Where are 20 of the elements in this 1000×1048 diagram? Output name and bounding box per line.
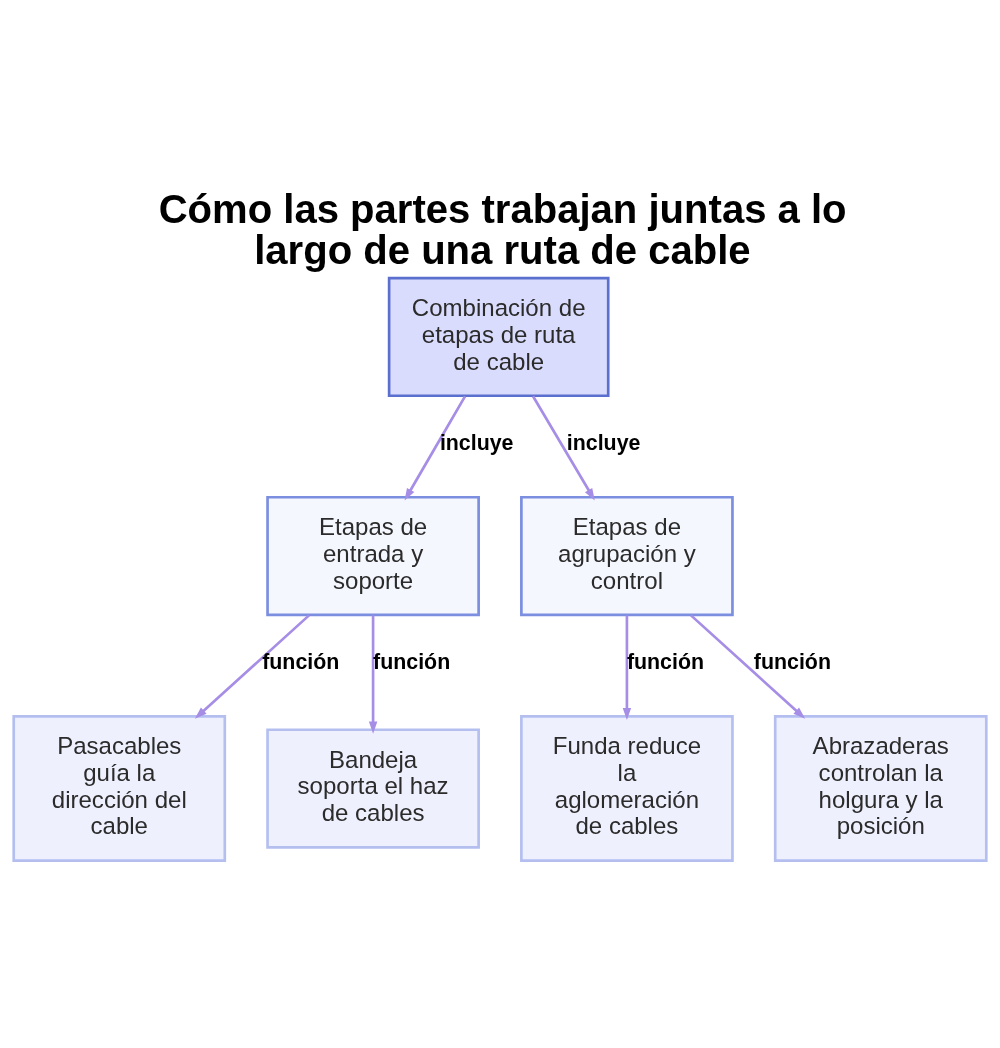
node-box: Combinación de etapas de ruta de cable [387,276,610,398]
edge-label: función [373,650,451,675]
arrow [531,395,595,501]
node-box: Bandeja soporta el haz de cables [266,728,480,849]
arrow [368,615,378,734]
node-box: Abrazaderas controlan la holgura y la posición [773,715,988,862]
node-box: Funda reduce la aglomeración de cables [520,715,734,862]
node-box: Pasacables guía la dirección del cable [12,715,227,862]
arrow [690,614,806,719]
node-box: Etapas de entrada y soporte [266,495,480,617]
arrow [404,395,467,501]
edge-label: incluye [439,431,514,456]
arrow [622,615,632,721]
arrow [194,614,310,719]
edge-label: función [753,650,831,675]
edge-label: función [626,650,705,675]
diagram-title: Cómo las partes trabajan juntas a lo largo de una ruta de cable [158,187,847,272]
edge-label: incluye [566,431,641,456]
node-box: Etapas de agrupación y control [520,495,734,617]
edge-label: función [262,650,340,675]
